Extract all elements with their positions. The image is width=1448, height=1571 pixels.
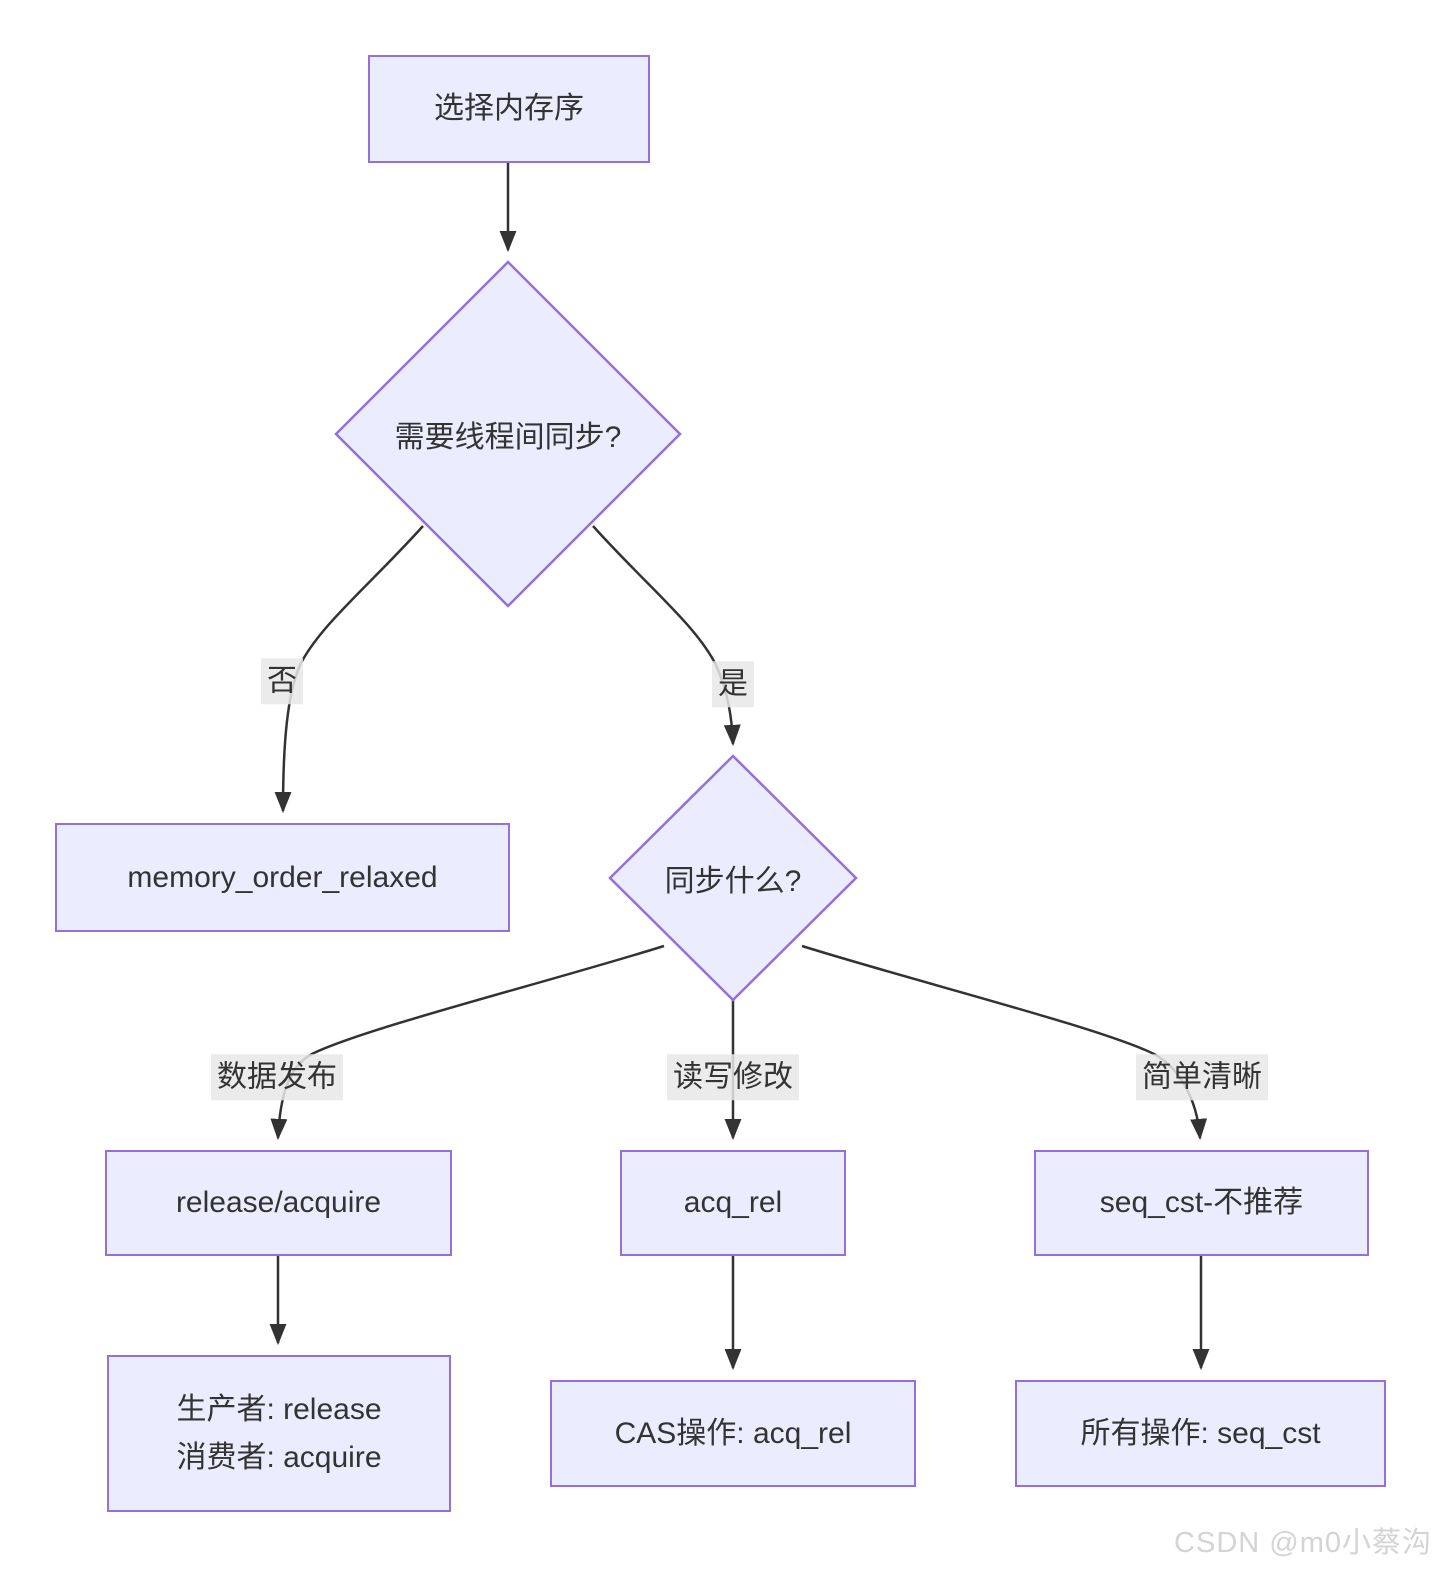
edge-no-to-relaxed <box>274 525 424 814</box>
edge-label-read-modify-write: 读写修改 <box>667 1054 799 1100</box>
node-all-operations-label: 所有操作: seq_cst <box>1080 1416 1321 1450</box>
decision-sync-needed-shape <box>334 260 682 608</box>
node-seq-cst-label: seq_cst-不推荐 <box>1099 1186 1304 1219</box>
consumer-line: 消费者: acquire <box>176 1440 382 1474</box>
node-producer-consumer-labels: 生产者: release 消费者: acquire <box>176 1386 381 1482</box>
decision-sync-what-label: 同步什么? <box>664 865 802 898</box>
node-cas-operation: CAS操作: acq_rel <box>550 1380 916 1487</box>
node-producer-consumer: 生产者: release 消费者: acquire <box>107 1355 451 1512</box>
edge-simple-clear <box>801 944 1208 1141</box>
edge-yes-to-sync-what <box>592 525 741 747</box>
producer-line: 生产者: release <box>176 1392 382 1426</box>
node-all-operations: 所有操作: seq_cst <box>1015 1380 1386 1487</box>
edge-label-simple-clear: 简单清晰 <box>1136 1054 1268 1100</box>
node-memory-order-relaxed: memory_order_relaxed <box>55 823 510 932</box>
edge-label-no: 否 <box>261 658 303 704</box>
node-release-acquire-label: release/acquire <box>175 1186 382 1219</box>
decision-sync-needed-label: 需要线程间同步? <box>394 421 622 454</box>
node-acq-rel-label: acq_rel <box>683 1186 783 1219</box>
csdn-watermark: CSDN @m0小蔡沟 <box>1174 1527 1432 1559</box>
decision-sync-what-shape <box>608 754 858 1002</box>
edge-label-data-publish: 数据发布 <box>211 1054 343 1100</box>
node-memory-order-relaxed-label: memory_order_relaxed <box>127 860 438 894</box>
node-release-acquire: release/acquire <box>105 1150 452 1256</box>
node-acq-rel: acq_rel <box>620 1150 846 1256</box>
edge-label-yes: 是 <box>712 661 754 707</box>
node-start-label: 选择内存序 <box>434 92 584 125</box>
node-seq-cst: seq_cst-不推荐 <box>1034 1150 1369 1256</box>
edge-data-publish <box>270 944 665 1141</box>
node-start: 选择内存序 <box>368 55 650 163</box>
node-cas-operation-label: CAS操作: acq_rel <box>614 1416 852 1450</box>
